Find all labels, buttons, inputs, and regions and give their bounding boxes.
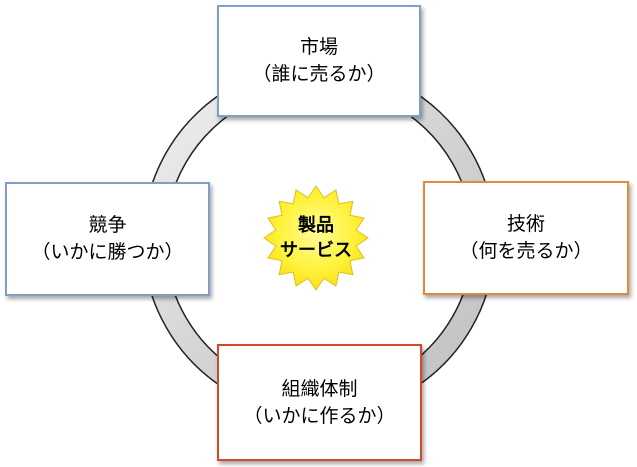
node-technology: 技術 （何を売るか） [423, 181, 629, 295]
node-competition-title: 競争 [88, 214, 127, 236]
node-market-title: 市場 [299, 36, 338, 58]
node-market: 市場 （誰に売るか） [217, 5, 421, 117]
center-label: 製品 サービス [266, 188, 366, 288]
center-label-line1: 製品 [298, 215, 334, 236]
node-organization-subtitle: （いかに作るか） [243, 404, 396, 427]
node-organization-title: 組織体制 [281, 377, 358, 400]
node-technology-subtitle: （何を売るか） [459, 240, 593, 262]
node-organization: 組織体制 （いかに作るか） [217, 344, 422, 461]
node-market-subtitle: （誰に売るか） [252, 63, 386, 85]
node-competition: 競争 （いかに勝つか） [5, 182, 210, 296]
node-competition-subtitle: （いかに勝つか） [31, 241, 184, 263]
center-label-line2: サービス [280, 240, 352, 261]
center-starburst [263, 185, 369, 291]
node-technology-title: 技術 [506, 213, 545, 235]
